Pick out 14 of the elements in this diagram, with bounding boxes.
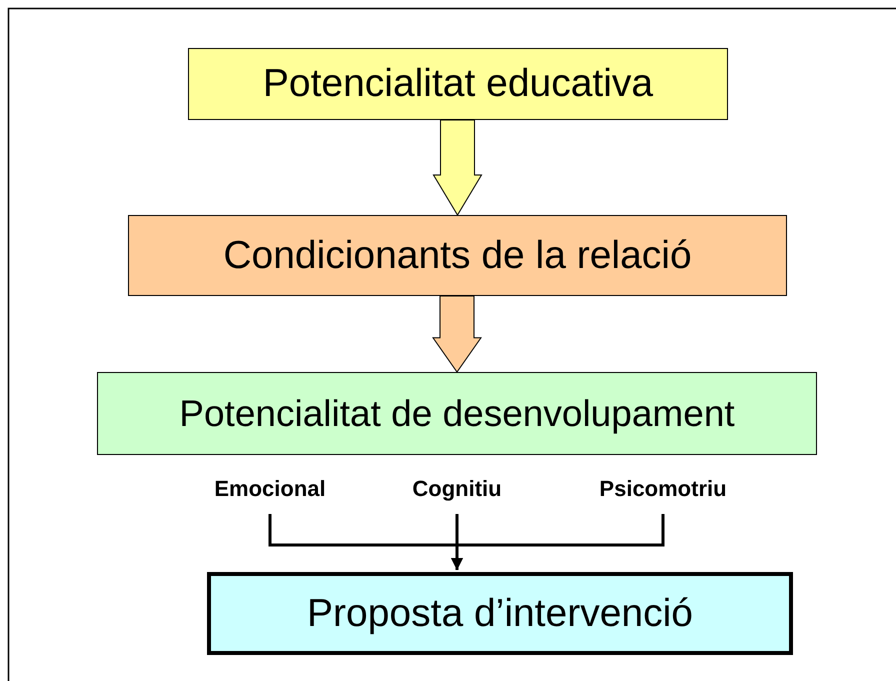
arrow [451, 514, 664, 570]
node-text: Emocional [214, 476, 326, 502]
node-text: Potencialitat de desenvolupament [179, 392, 735, 434]
node-text: Condicionants de la relació [223, 234, 692, 278]
block-arrow [432, 296, 482, 373]
process-box [207, 572, 793, 655]
node-text: Psicomotriu [599, 476, 727, 502]
node-text: Cognitiu [412, 476, 502, 502]
node-text: Proposta d’intervenció [307, 592, 693, 636]
node-text: Potencialitat educativa [262, 62, 654, 106]
process-box [188, 48, 728, 120]
block-arrow [432, 120, 482, 216]
process-box [128, 215, 787, 296]
process-box [97, 372, 817, 455]
